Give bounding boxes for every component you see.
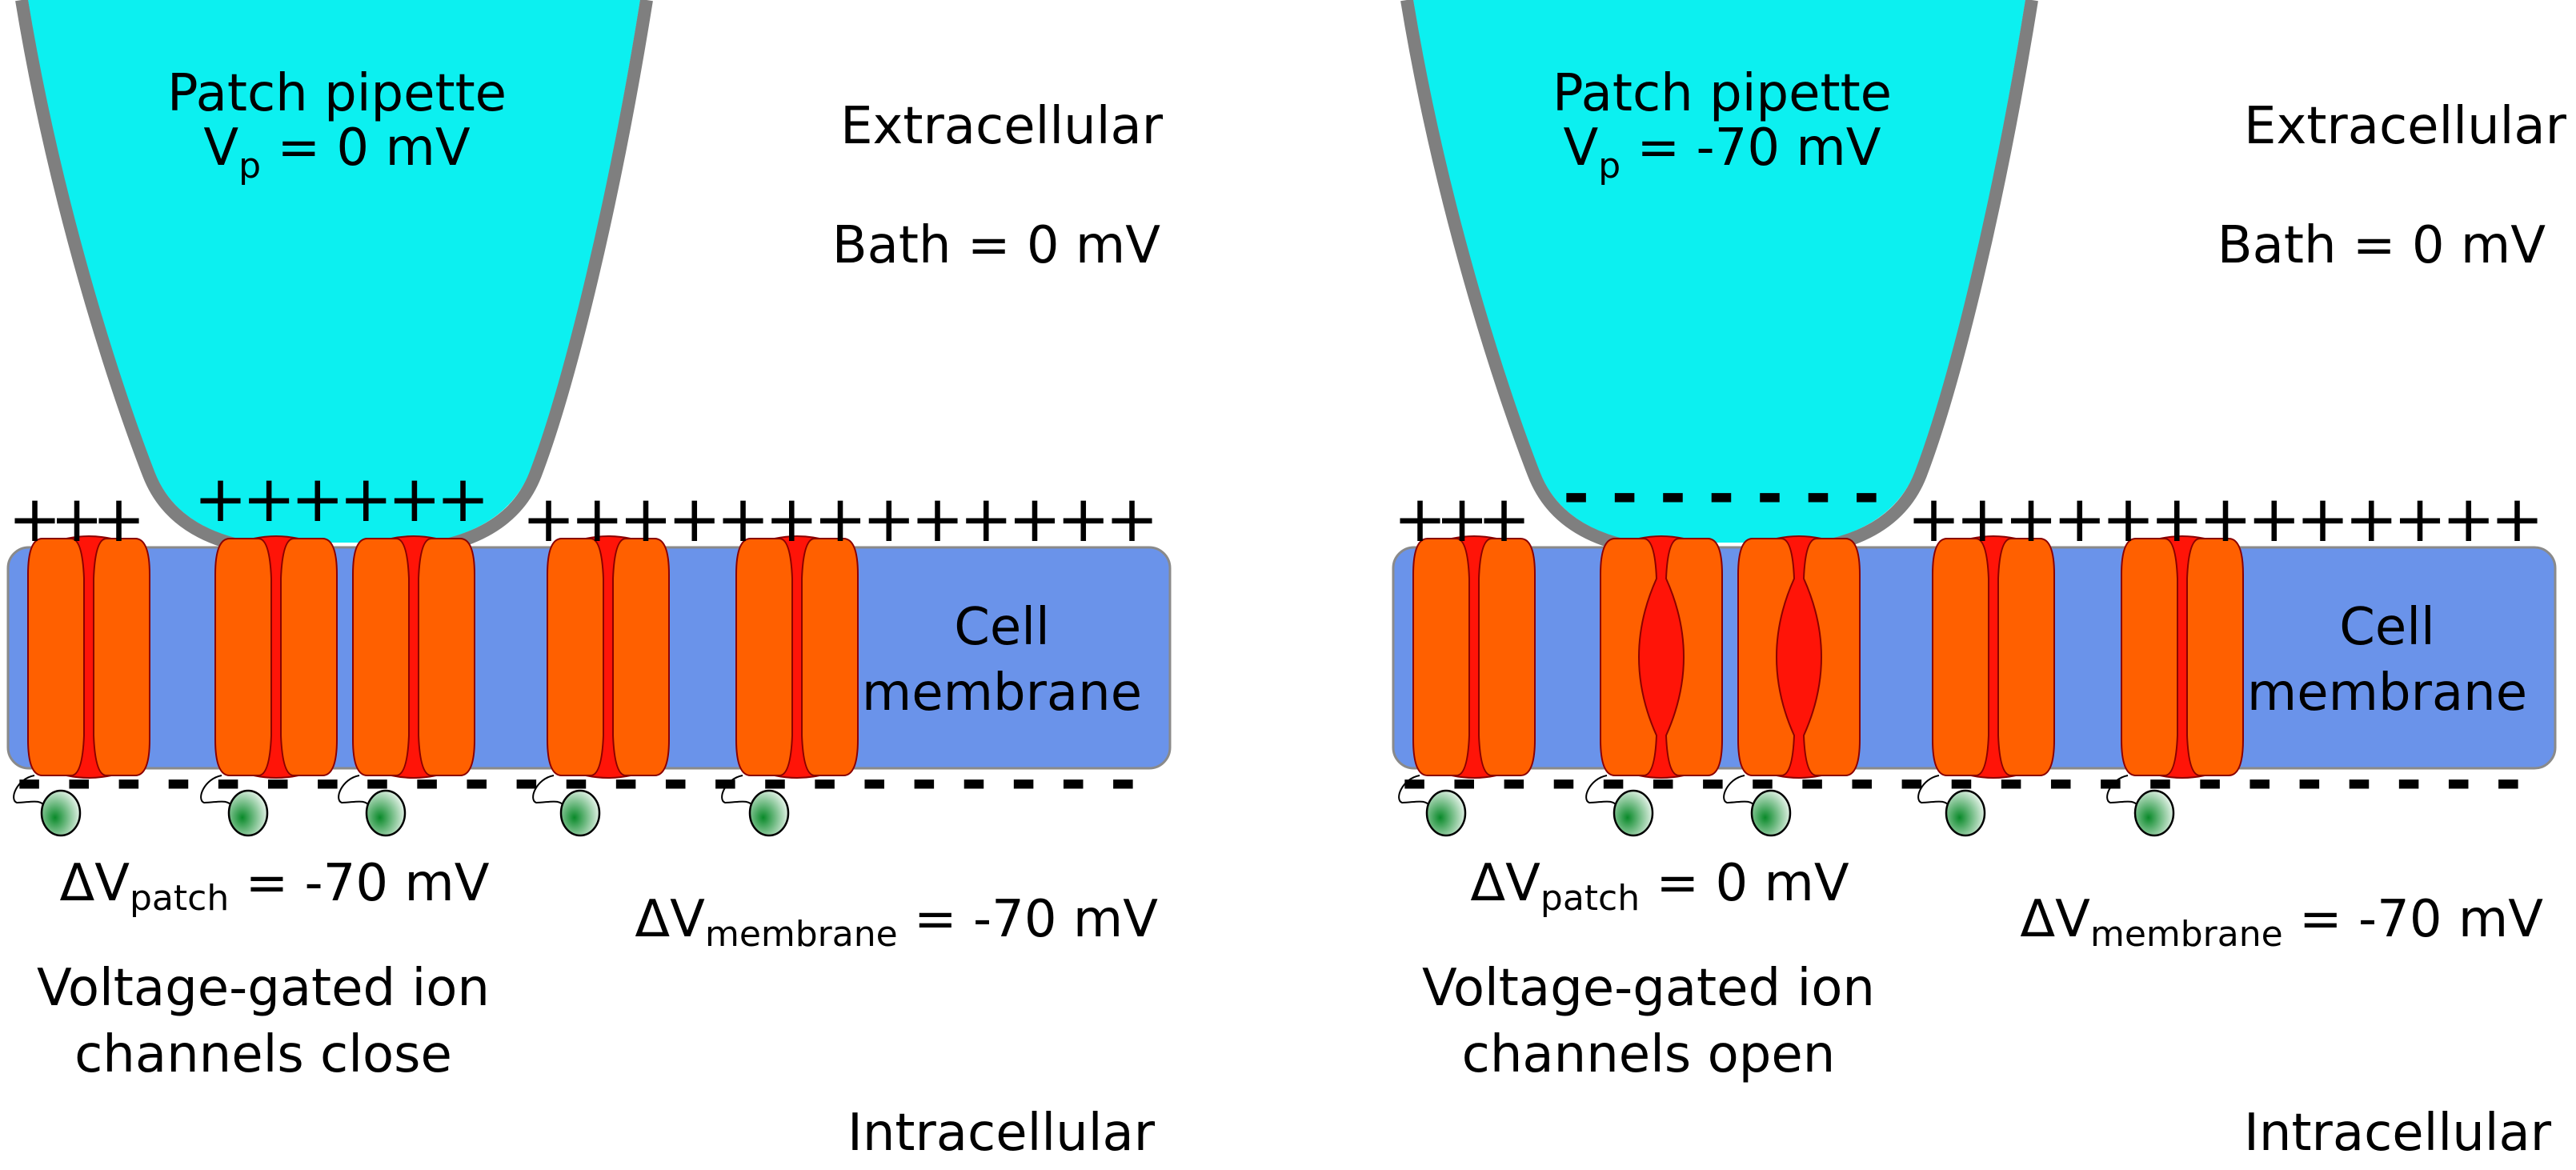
charges-inner: -----------------------	[1401, 743, 2522, 818]
channel-subunit	[2121, 538, 2178, 776]
pipette-wall-right	[424, 0, 653, 555]
channel-subunit	[800, 538, 859, 776]
channel-state-text-2: channels open	[1462, 1025, 1836, 1084]
charges-inner: -----------------------	[16, 743, 1136, 818]
channel-subunit	[1600, 538, 1658, 776]
intracellular-label: Intracellular	[847, 1104, 1156, 1163]
pipette-title: Patch pipette	[1552, 64, 1892, 123]
patch-pipette	[28, 0, 640, 543]
channel-subunit	[735, 538, 794, 776]
gating-particle-icon	[2133, 789, 2175, 837]
ion-channel-closed	[1917, 535, 2055, 837]
channel-subunit	[92, 538, 150, 776]
channel-subunit	[547, 538, 605, 776]
charges-pipette: -------	[1563, 457, 1880, 531]
gating-particle-icon	[40, 789, 82, 837]
channel-subunit	[611, 538, 670, 776]
ion-channel-closed	[200, 535, 338, 837]
channel-subunit	[214, 538, 273, 776]
pipette-voltage: Vp = -70 mV	[1563, 118, 1881, 186]
pipette-wall-left	[15, 0, 259, 555]
gating-particle-icon	[559, 789, 601, 837]
cell-membrane-label-2: membrane	[862, 663, 1142, 723]
channel-subunit	[352, 538, 411, 776]
charges-outer-left: +++	[1393, 482, 1531, 556]
extracellular-label: Extracellular	[2244, 97, 2567, 156]
delta-v-membrane: ΔVmembrane = -70 mV	[635, 890, 1158, 955]
gating-particle-icon	[1613, 789, 1654, 837]
gating-particle-icon	[1425, 789, 1467, 837]
charges-outer-right: +++++++++++++	[1907, 482, 2544, 556]
ion-channel-closed	[532, 535, 670, 837]
pipette-title: Patch pipette	[167, 64, 507, 123]
channel-subunit	[1412, 538, 1470, 776]
gating-tether	[2106, 775, 2140, 808]
channel-subunit	[1802, 538, 1861, 776]
ion-channel-open	[1585, 535, 1723, 837]
channel-subunit	[1997, 538, 2055, 776]
channel-state-text-1: Voltage-gated ion	[1422, 959, 1875, 1018]
bath-voltage: Bath = 0 mV	[2217, 216, 2546, 275]
gating-particle-icon	[1750, 789, 1792, 837]
channel-state-text-1: Voltage-gated ion	[37, 959, 490, 1018]
bath-voltage: Bath = 0 mV	[832, 216, 1161, 275]
ion-channel-open	[1723, 535, 1861, 837]
gating-particle-icon	[748, 789, 790, 837]
gating-particle-icon	[365, 789, 407, 837]
pipette-voltage: Vp = 0 mV	[203, 118, 470, 186]
cell-membrane-label-2: membrane	[2247, 663, 2527, 723]
ion-channel-closed	[2106, 535, 2244, 837]
channel-subunit	[1478, 538, 1536, 776]
channel-subunit	[27, 538, 86, 776]
panel-pipette-0mv: +++ ++++++ +++++++++++++ ---------------…	[6, 0, 1172, 1163]
ion-channels	[13, 535, 859, 837]
intracellular-label: Intracellular	[2244, 1104, 2552, 1163]
gating-tether	[1917, 775, 1951, 808]
channel-state-text-2: channels close	[74, 1025, 452, 1084]
pipette-wall-right	[1809, 0, 2038, 555]
gating-tether	[1398, 775, 1432, 808]
ion-channel-closed	[1398, 535, 1536, 837]
channel-subunit	[2186, 538, 2244, 776]
charges-pipette: ++++++	[194, 462, 490, 536]
gating-tether	[721, 775, 755, 808]
ion-channel-closed	[13, 535, 150, 837]
ion-channel-closed	[721, 535, 859, 837]
charges-outer-left: +++	[8, 482, 146, 556]
gating-tether	[1585, 775, 1619, 808]
cell-membrane-label-1: Cell	[2339, 598, 2435, 657]
channel-subunit	[1932, 538, 1989, 776]
pipette-wall-left	[1400, 0, 1645, 555]
channel-subunit	[417, 538, 475, 776]
panel-pipette-minus70mv: +++ ------- +++++++++++++ --------------…	[1392, 0, 2567, 1163]
ion-channels	[1398, 535, 2244, 837]
gating-tether	[338, 775, 371, 808]
channel-subunit	[1737, 538, 1796, 776]
gating-tether	[532, 775, 566, 808]
gating-particle-icon	[227, 789, 269, 837]
gating-tether	[1723, 775, 1757, 808]
gating-tether	[200, 775, 234, 808]
gating-particle-icon	[1945, 789, 1986, 837]
delta-v-membrane: ΔVmembrane = -70 mV	[2020, 890, 2543, 955]
gating-tether	[13, 775, 46, 808]
charges-outer-right: +++++++++++++	[522, 482, 1159, 556]
channel-subunit	[279, 538, 338, 776]
extracellular-label: Extracellular	[840, 97, 1164, 156]
ion-channel-closed	[338, 535, 475, 837]
delta-v-patch: ΔVpatch = -70 mV	[59, 854, 489, 919]
cell-membrane-label-1: Cell	[954, 598, 1050, 657]
patch-pipette	[1413, 0, 2025, 543]
channel-subunit	[1665, 538, 1723, 776]
delta-v-patch: ΔVpatch = 0 mV	[1470, 854, 1849, 919]
